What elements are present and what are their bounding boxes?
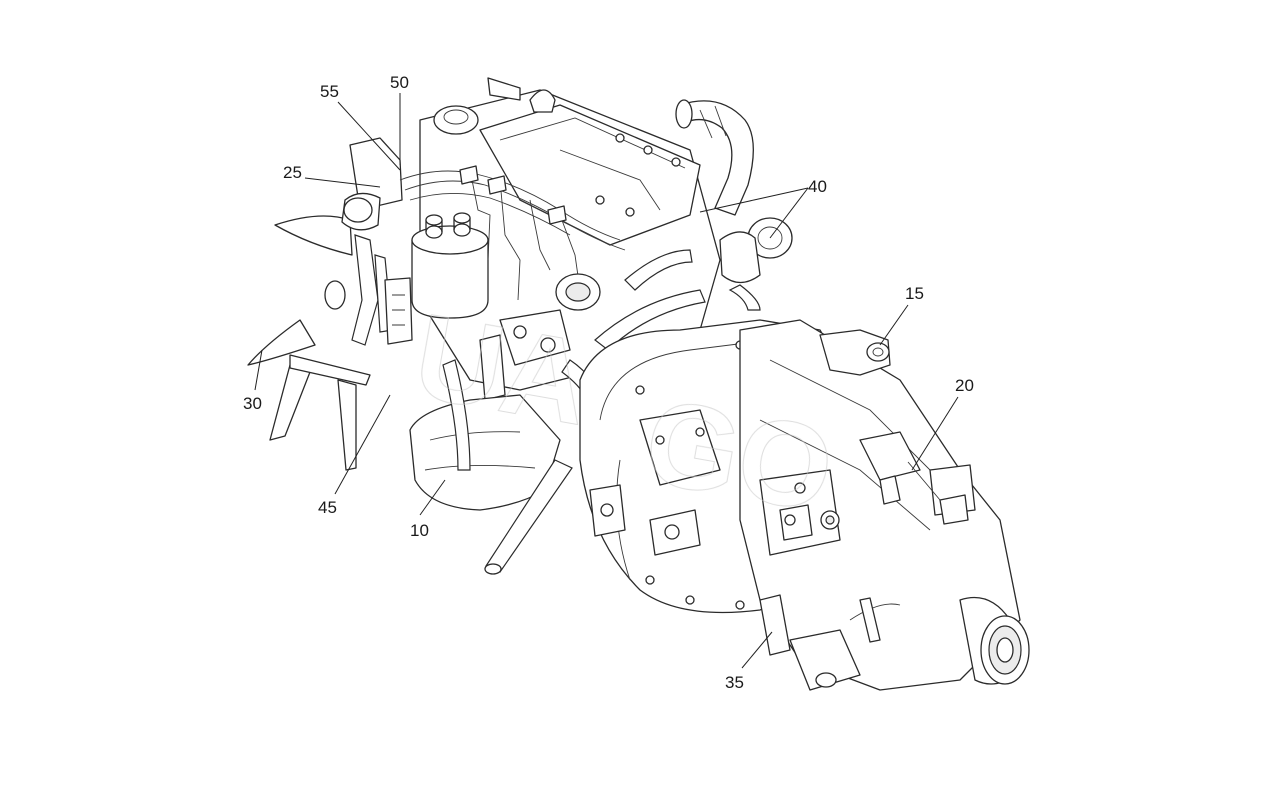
svg-text:UA: UA	[405, 289, 599, 451]
callout-25: 25	[283, 163, 302, 182]
leader-10	[419, 479, 446, 516]
leader-45	[334, 394, 391, 495]
intake-pipe	[675, 99, 754, 216]
cooling-fan	[247, 215, 371, 471]
leader-40b	[769, 187, 809, 239]
leader-30	[254, 349, 263, 391]
leader-lines	[254, 93, 959, 669]
callout-45: 45	[318, 498, 337, 517]
leader-20	[911, 396, 959, 471]
output-flange	[959, 596, 1030, 685]
callout-15: 15	[905, 284, 924, 303]
leader-15	[879, 304, 909, 346]
turbocharger	[719, 217, 793, 311]
callout-30: 30	[243, 394, 262, 413]
callout-40: 40	[808, 177, 827, 196]
breather-hose	[484, 459, 573, 575]
callout-55: 55	[320, 82, 339, 101]
callout-10: 10	[410, 521, 429, 540]
rear-engine-mount-bracket	[819, 329, 891, 376]
callout-35: 35	[725, 673, 744, 692]
leader-25	[304, 177, 381, 188]
fuel-injection-lines	[399, 165, 626, 301]
transmission-support-bracket	[759, 594, 901, 691]
front-accessories	[341, 137, 413, 346]
leader-35	[741, 631, 773, 669]
callout-labels: 55 50 25 40 15 20 30 45 10 35	[243, 73, 974, 692]
fuel-filter-canister	[411, 212, 489, 319]
svg-text:GO: GO	[635, 374, 842, 538]
leader-55	[337, 101, 401, 171]
oil-sump	[409, 394, 561, 511]
callout-20: 20	[955, 376, 974, 395]
callout-50: 50	[390, 73, 409, 92]
transmission-housing	[739, 319, 1021, 691]
watermark: UA GO	[405, 288, 843, 538]
leader-40a	[699, 187, 809, 213]
fuel-pump	[479, 273, 601, 401]
gear-shift-mechanism	[859, 431, 976, 525]
